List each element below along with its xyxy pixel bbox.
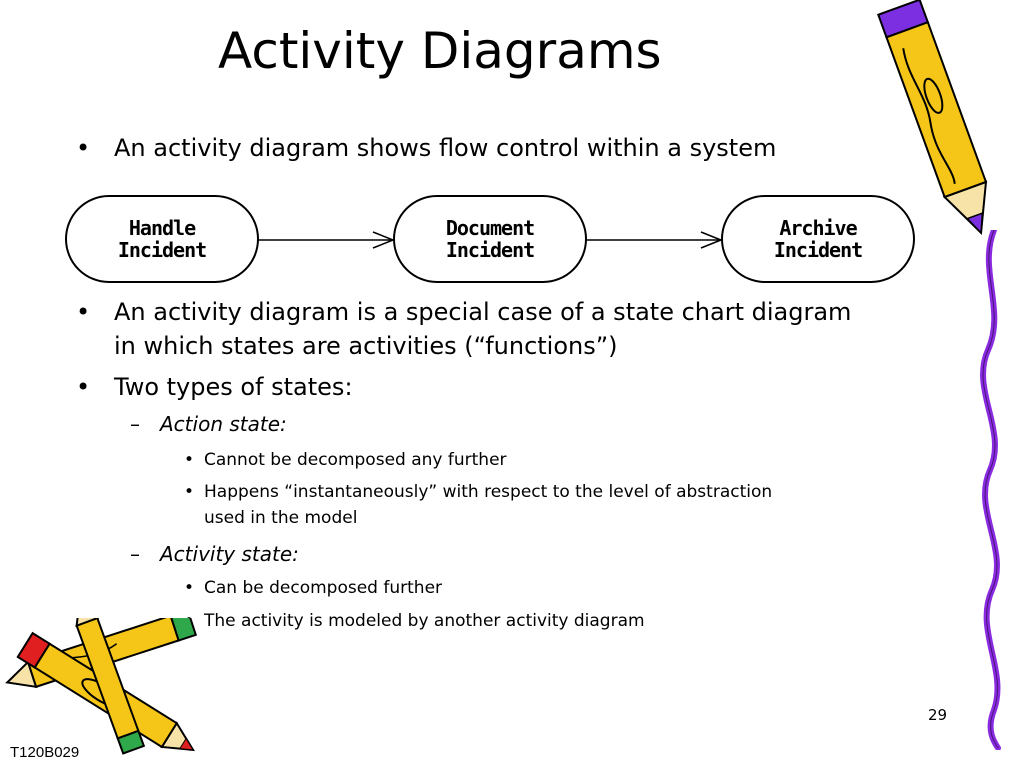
bullet-marker: • (184, 482, 195, 502)
bullet-marker: • (184, 450, 195, 470)
activity-can-decompose: Can be decomposed further (204, 578, 443, 598)
bullet-marker: • (184, 578, 195, 598)
node-label-line2: Incident (118, 238, 206, 262)
transition-arrow (586, 231, 724, 249)
node-label-line1: Handle (129, 216, 196, 240)
pencil-clipart-icon (877, 0, 988, 235)
decorative-squiggle (980, 230, 1001, 750)
activity-modeled-by-diagram: The activity is modeled by another activ… (204, 611, 645, 631)
node-label-line2: Incident (774, 238, 862, 262)
action-instantaneous-line2: used in the model (204, 508, 358, 528)
activity-node-document-incident: Document Incident (393, 195, 587, 283)
bullet-special-case-line1: An activity diagram is a special case of… (114, 298, 852, 326)
action-cannot-decompose: Cannot be decomposed any further (204, 450, 507, 470)
node-label-line1: Archive (779, 216, 857, 240)
bullet-special-case-line2: in which states are activities (“functio… (114, 332, 618, 360)
transition-arrow (258, 231, 396, 249)
node-label-line2: Incident (446, 238, 534, 262)
bullet-marker: • (76, 373, 91, 401)
crossed-pencils-clipart-icon (5, 618, 198, 755)
bullet-flow-control: An activity diagram shows flow control w… (114, 134, 777, 162)
activity-node-handle-incident: Handle Incident (65, 195, 259, 283)
dash-marker: – (130, 542, 140, 566)
action-instantaneous-line1: Happens “instantaneously” with respect t… (204, 482, 773, 502)
subheading-action-state: Action state: (160, 412, 287, 436)
activity-flow-diagram: Handle Incident Document Incident Archiv… (65, 195, 915, 283)
slide-title: Activity Diagrams (218, 22, 662, 80)
bullet-marker: • (76, 298, 91, 326)
node-label-line1: Document (446, 216, 534, 240)
course-code: T120B029 (10, 744, 80, 761)
subheading-activity-state: Activity state: (160, 542, 299, 566)
dash-marker: – (130, 412, 140, 436)
bullet-marker: • (76, 134, 91, 162)
activity-node-archive-incident: Archive Incident (721, 195, 915, 283)
page-number: 29 (928, 706, 948, 724)
bullet-two-types: Two types of states: (114, 373, 353, 401)
